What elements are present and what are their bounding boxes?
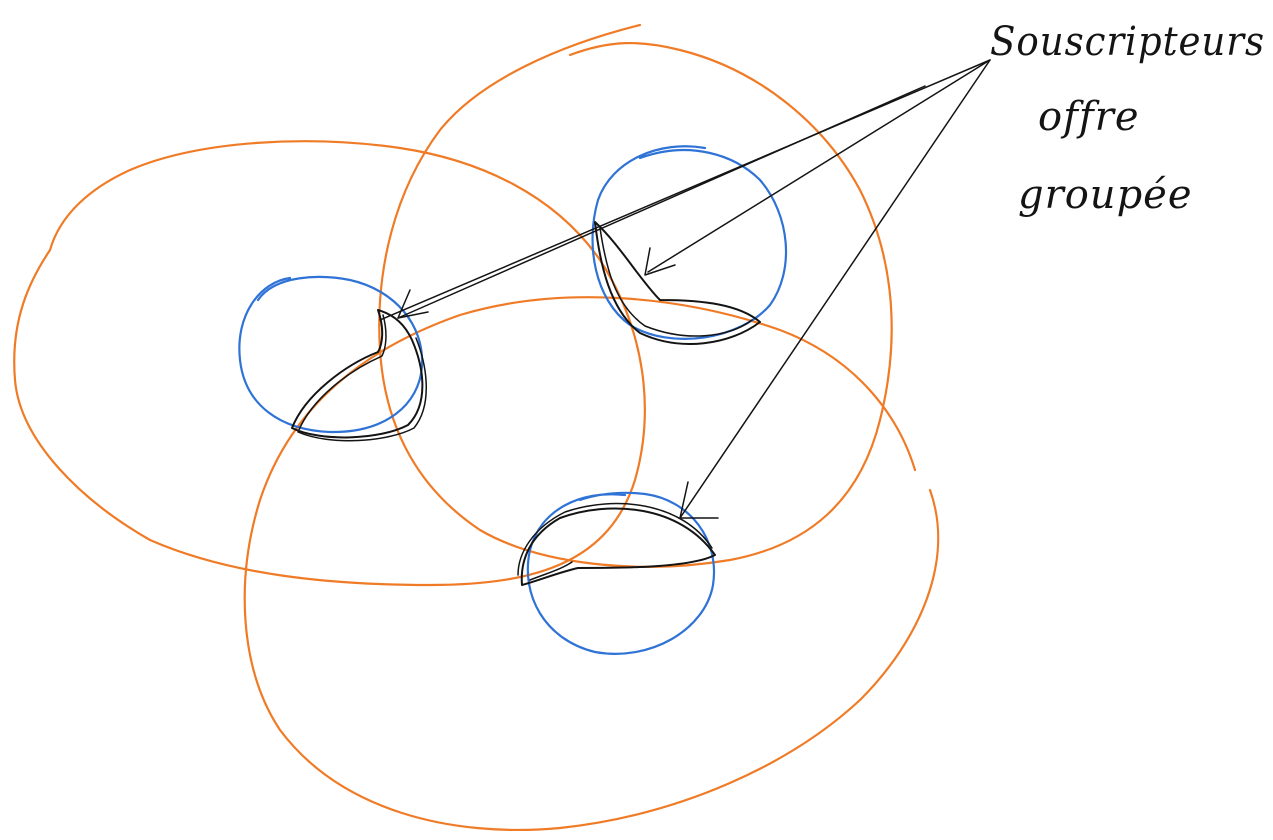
intersection-regions (291, 221, 761, 586)
large-set-bottom (243, 296, 940, 832)
arrowhead-top (644, 247, 676, 276)
large-sets (13, 23, 940, 832)
small-set-left (238, 275, 424, 434)
intersection-region-bottom (517, 502, 716, 586)
intersection-region-left (291, 309, 427, 442)
annotation-line-1: Souscripteurs (990, 19, 1265, 65)
intersection-region-top (594, 221, 761, 345)
small-set-top (591, 145, 788, 340)
annotation-arrows (379, 59, 991, 519)
large-set-left (13, 140, 646, 587)
arrow-to-top-region (647, 59, 991, 273)
small-set-bottom (526, 491, 716, 655)
annotation-line-2: offre (1038, 94, 1139, 140)
arrow-to-bottom-region (679, 59, 991, 519)
small-sets (238, 145, 788, 655)
annotation-label: Souscripteurs offre groupée (990, 19, 1265, 218)
arrowhead-bottom (679, 481, 719, 519)
annotation-line-3: groupée (1018, 172, 1193, 218)
arrowhead-left (397, 289, 429, 319)
large-set-top (378, 23, 893, 568)
